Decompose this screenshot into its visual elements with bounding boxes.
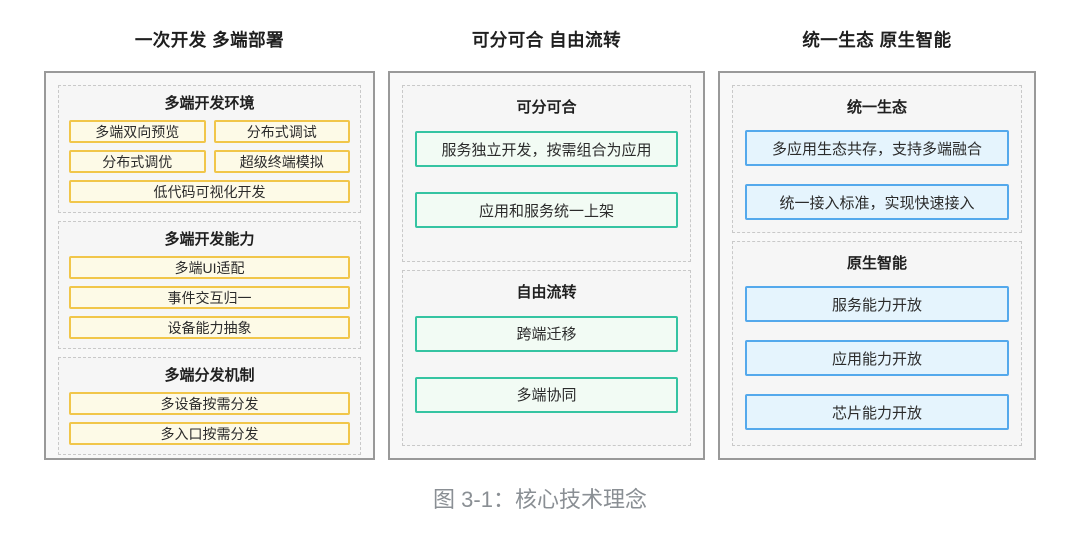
column-separable-combinable-free-flow: 可分可合 自由流转可分可合服务独立开发，按需组合为应用应用和服务统一上架自由流转… [388, 28, 705, 460]
item-box: 低代码可视化开发 [69, 180, 350, 203]
item-box: 设备能力抽象 [69, 316, 350, 339]
concept-group: 可分可合服务独立开发，按需组合为应用应用和服务统一上架 [402, 85, 691, 262]
group-title: 原生智能 [846, 255, 907, 272]
item-row: 应用和服务统一上架 [415, 192, 678, 228]
item-row: 多端协同 [415, 376, 678, 413]
item-row: 芯片能力开放 [745, 394, 1009, 430]
item-row: 事件交互归一 [69, 286, 350, 309]
panel: 统一生态多应用生态共存，支持多端融合统一接入标准，实现快速接入原生智能服务能力开… [718, 71, 1036, 460]
item-row: 分布式调优超级终端模拟 [69, 150, 350, 173]
group-title: 多端开发环境 [164, 95, 255, 112]
panel: 可分可合服务独立开发，按需组合为应用应用和服务统一上架自由流转跨端迁移多端协同 [388, 71, 705, 460]
item-box: 服务能力开放 [745, 286, 1009, 322]
group-title: 统一生态 [846, 99, 907, 116]
column-title: 统一生态 原生智能 [802, 30, 952, 50]
item-row: 统一接入标准，实现快速接入 [745, 184, 1009, 220]
item-row: 设备能力抽象 [69, 316, 350, 339]
item-row: 多端UI适配 [69, 256, 350, 279]
column-unified-eco-native-intelligence: 统一生态 原生智能统一生态多应用生态共存，支持多端融合统一接入标准，实现快速接入… [718, 28, 1036, 460]
item-row: 多入口按需分发 [69, 422, 350, 445]
column-title: 可分可合 自由流转 [471, 30, 622, 50]
concept-group: 原生智能服务能力开放应用能力开放芯片能力开放 [732, 241, 1022, 446]
item-box: 事件交互归一 [69, 286, 350, 309]
item-row: 低代码可视化开发 [69, 180, 350, 203]
group-title: 可分可合 [516, 99, 577, 116]
concept-group: 多端开发能力多端UI适配事件交互归一设备能力抽象 [58, 221, 361, 349]
item-row: 多应用生态共存，支持多端融合 [745, 130, 1009, 166]
item-box: 多设备按需分发 [69, 392, 350, 415]
core-tech-concepts-figure: 一次开发 多端部署多端开发环境多端双向预览分布式调试分布式调优超级终端模拟低代码… [44, 28, 1036, 512]
concept-group: 多端分发机制多设备按需分发多入口按需分发 [58, 357, 361, 455]
concept-group: 统一生态多应用生态共存，支持多端融合统一接入标准，实现快速接入 [732, 85, 1022, 233]
item-row: 服务独立开发，按需组合为应用 [415, 131, 678, 167]
column-title: 一次开发 多端部署 [134, 30, 285, 50]
columns-row: 一次开发 多端部署多端开发环境多端双向预览分布式调试分布式调优超级终端模拟低代码… [44, 28, 1036, 460]
group-title: 多端开发能力 [164, 231, 255, 248]
concept-group: 多端开发环境多端双向预览分布式调试分布式调优超级终端模拟低代码可视化开发 [58, 85, 361, 213]
item-row: 多设备按需分发 [69, 392, 350, 415]
item-box: 多端UI适配 [69, 256, 350, 279]
item-box: 统一接入标准，实现快速接入 [745, 184, 1009, 220]
concept-group: 自由流转跨端迁移多端协同 [402, 269, 691, 446]
figure-caption: 图 3-1：核心技术理念 [433, 487, 647, 512]
item-box: 芯片能力开放 [745, 394, 1009, 430]
item-box: 分布式调优 [69, 150, 206, 173]
item-box: 多端双向预览 [69, 120, 206, 143]
item-box: 超级终端模拟 [213, 150, 350, 173]
item-box: 多端协同 [415, 376, 678, 413]
item-box: 应用能力开放 [745, 340, 1009, 376]
panel: 多端开发环境多端双向预览分布式调试分布式调优超级终端模拟低代码可视化开发多端开发… [44, 71, 375, 460]
item-row: 应用能力开放 [745, 340, 1009, 376]
item-row: 跨端迁移 [415, 315, 678, 352]
item-row: 多端双向预览分布式调试 [69, 120, 350, 143]
column-one-dev-multi-deploy: 一次开发 多端部署多端开发环境多端双向预览分布式调试分布式调优超级终端模拟低代码… [44, 28, 375, 460]
group-title: 多端分发机制 [164, 367, 255, 384]
item-box: 跨端迁移 [415, 315, 678, 352]
item-box: 分布式调试 [213, 120, 350, 143]
item-box: 多应用生态共存，支持多端融合 [745, 130, 1009, 166]
item-box: 服务独立开发，按需组合为应用 [415, 131, 678, 167]
group-title: 自由流转 [516, 283, 577, 301]
item-box: 多入口按需分发 [69, 422, 350, 445]
item-row: 服务能力开放 [745, 286, 1009, 322]
item-box: 应用和服务统一上架 [415, 192, 678, 228]
